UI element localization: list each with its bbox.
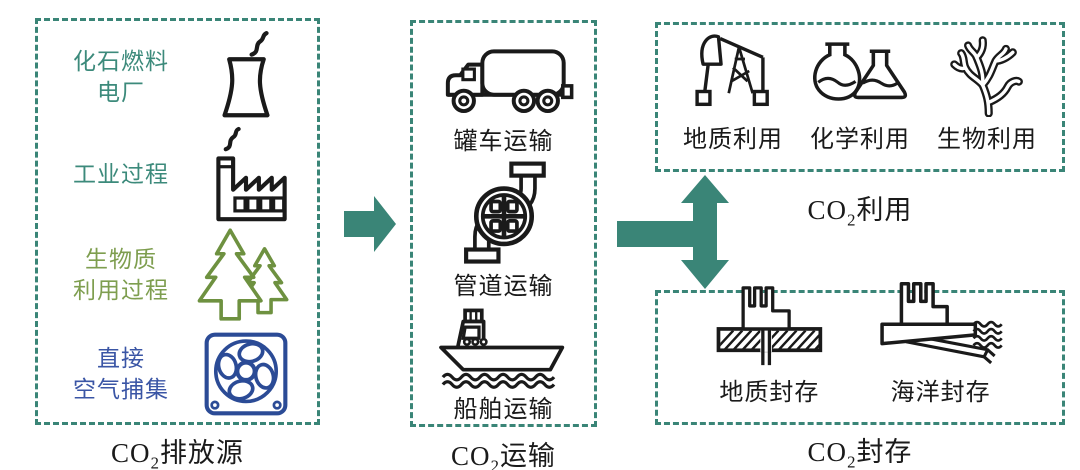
- caption-sub2: 2: [847, 452, 857, 470]
- storage-panel: 地质封存: [655, 282, 1065, 425]
- caption-sub2: 2: [150, 453, 160, 470]
- utilization-caption: CO2利用: [655, 188, 1065, 230]
- caption-co: CO: [807, 195, 848, 225]
- source-label: 化石燃料 电厂: [73, 48, 169, 105]
- transport-item-truck: 罐车运输: [426, 39, 582, 159]
- source-row-industry: 工业过程: [46, 125, 308, 225]
- transport-label: 船舶运输: [453, 397, 554, 424]
- caption-sub2: 2: [490, 456, 500, 470]
- transport-caption: CO2运输: [410, 434, 597, 470]
- source-label: 直接 空气捕集: [73, 345, 169, 402]
- pine-trees-icon: [190, 222, 302, 328]
- storage-item-geological: 地质封存: [713, 278, 825, 410]
- utilization-label: 生物利用: [937, 127, 1037, 154]
- flasks-icon: [802, 37, 918, 117]
- storage-caption: CO2封存: [655, 430, 1065, 470]
- caption-text: 运输: [499, 441, 556, 470]
- pumpjack-icon: [686, 25, 780, 117]
- caption-text: 排放源: [159, 438, 244, 468]
- coral-icon: [944, 29, 1030, 118]
- caption-co: CO: [451, 441, 491, 470]
- caption-text: 封存: [856, 437, 913, 467]
- factory-icon: [190, 125, 302, 225]
- transport-panel: 罐车运输: [410, 20, 597, 427]
- storage-item-ocean: 海洋封存: [875, 275, 1007, 410]
- source-label: 生物质 利用过程: [73, 246, 169, 303]
- utilization-label: 化学利用: [810, 127, 910, 154]
- fan-icon: [190, 331, 302, 417]
- utilization-item-chemical: 化学利用: [802, 37, 918, 157]
- sources-caption: CO2排放源: [35, 431, 320, 470]
- caption-co: CO: [807, 437, 848, 467]
- utilization-item-biological: 生物利用: [937, 29, 1037, 157]
- utilization-panel: 地质利用 化学利用: [655, 22, 1065, 172]
- tank-truck-icon: [426, 39, 582, 123]
- transport-item-ship: 船舶运输: [429, 303, 579, 427]
- flow-arrow-branch-icon: [617, 175, 729, 289]
- utilization-item-geological: 地质利用: [683, 25, 783, 157]
- ocean-storage-icon: [875, 275, 1007, 370]
- storage-label: 地质封存: [719, 380, 820, 407]
- caption-text: 利用: [856, 195, 913, 225]
- source-row-dac: 直接 空气捕集: [46, 327, 308, 421]
- transport-item-pipeline: 管道运输: [443, 159, 565, 304]
- geological-storage-icon: [713, 278, 825, 370]
- caption-sub2: 2: [847, 210, 857, 230]
- caption-co: CO: [111, 438, 151, 468]
- transport-label: 罐车运输: [453, 129, 554, 155]
- ship-icon: [429, 303, 579, 391]
- source-row-biomass: 生物质 利用过程: [46, 223, 308, 327]
- source-label: 工业过程: [73, 162, 169, 188]
- flow-arrow-right-icon: [344, 196, 396, 252]
- source-row-fossil: 化石燃料 电厂: [46, 27, 308, 127]
- utilization-label: 地质利用: [683, 127, 783, 154]
- pipeline-pump-icon: [443, 159, 565, 268]
- storage-label: 海洋封存: [890, 380, 991, 407]
- transport-label: 管道运输: [453, 273, 554, 300]
- sources-panel: 化石燃料 电厂 工业过程: [35, 18, 320, 425]
- cooling-tower-icon: [190, 30, 302, 124]
